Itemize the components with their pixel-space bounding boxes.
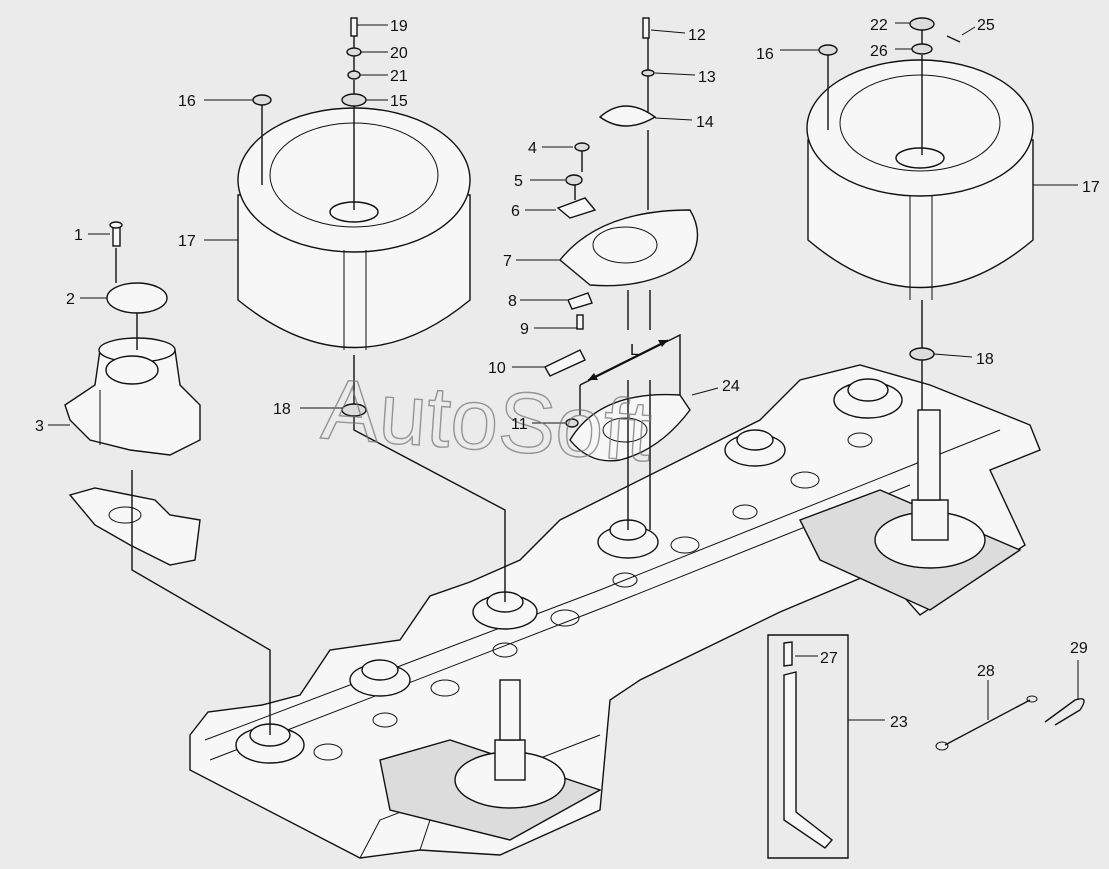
callout-17-right: 17 bbox=[1082, 179, 1100, 196]
part-11-nut bbox=[565, 418, 579, 428]
callout-16-right: 16 bbox=[756, 46, 774, 63]
part-9-bolt bbox=[576, 314, 584, 330]
callout-29: 29 bbox=[1070, 640, 1088, 657]
dimension-L-arrow: L bbox=[587, 339, 669, 381]
part-10-blade bbox=[544, 349, 586, 377]
callout-labels: 1 2 3 4 5 6 7 8 9 10 11 12 13 14 15 16 1… bbox=[35, 17, 1100, 731]
dimension-label: L bbox=[630, 342, 639, 359]
part-22-bearing bbox=[909, 17, 935, 31]
part-26-washer bbox=[911, 43, 933, 55]
callout-1: 1 bbox=[74, 227, 83, 244]
part-15-washer bbox=[341, 93, 367, 107]
callout-6: 6 bbox=[511, 203, 520, 220]
part-14-cap bbox=[598, 105, 657, 127]
part-20-washer bbox=[346, 47, 362, 57]
part-6-holder bbox=[556, 197, 597, 219]
part-4-nut bbox=[574, 142, 590, 152]
part-16-plug-left bbox=[252, 94, 272, 106]
callout-15: 15 bbox=[390, 93, 408, 110]
part-17-drum-left bbox=[237, 107, 471, 350]
part-29-clip bbox=[1044, 698, 1085, 726]
callout-8: 8 bbox=[508, 293, 517, 310]
callout-7: 7 bbox=[503, 253, 512, 270]
callout-24: 24 bbox=[722, 378, 740, 395]
part-3-cone-housing bbox=[64, 337, 201, 456]
callout-21: 21 bbox=[390, 68, 408, 85]
callout-13: 13 bbox=[698, 69, 716, 86]
callout-20: 20 bbox=[390, 45, 408, 62]
callout-12: 12 bbox=[688, 27, 706, 44]
part-8-holder bbox=[567, 292, 593, 310]
callout-18-right: 18 bbox=[976, 351, 994, 368]
callout-17-left: 17 bbox=[178, 233, 196, 250]
callout-10: 10 bbox=[488, 360, 506, 377]
part-5-nut bbox=[565, 174, 583, 186]
callout-5: 5 bbox=[514, 173, 523, 190]
leader-lines bbox=[48, 22, 1079, 721]
callout-28: 28 bbox=[977, 663, 995, 680]
part-18-seal-right bbox=[909, 347, 935, 361]
part-21-washer bbox=[347, 70, 361, 80]
part-3-gasket bbox=[68, 487, 201, 566]
callout-14: 14 bbox=[696, 114, 714, 131]
part-23-inset-box bbox=[767, 634, 849, 859]
part-25-pin bbox=[946, 35, 961, 43]
part-17-drum-right bbox=[806, 59, 1034, 300]
callout-22: 22 bbox=[870, 17, 888, 34]
callout-18-left: 18 bbox=[273, 401, 291, 418]
part-13-washer bbox=[641, 69, 655, 77]
part-16-plug-right bbox=[818, 44, 838, 56]
part-19-bolt bbox=[350, 17, 358, 37]
part-12-bolt bbox=[642, 17, 650, 39]
callout-3: 3 bbox=[35, 418, 44, 435]
part-1-screw bbox=[109, 221, 123, 247]
callout-19: 19 bbox=[390, 18, 408, 35]
callout-9: 9 bbox=[520, 321, 529, 338]
callout-25: 25 bbox=[977, 17, 995, 34]
callout-2: 2 bbox=[66, 291, 75, 308]
assembly-lines bbox=[115, 30, 923, 735]
watermark: AutoSoft bbox=[319, 361, 655, 480]
cutter-bar bbox=[189, 364, 1041, 859]
callout-11: 11 bbox=[511, 416, 528, 433]
part-2-cap bbox=[106, 282, 168, 314]
callout-27: 27 bbox=[820, 650, 838, 667]
callout-26: 26 bbox=[870, 43, 888, 60]
callout-23: 23 bbox=[890, 714, 908, 731]
part-24-knife-holder bbox=[569, 393, 691, 462]
callout-4: 4 bbox=[528, 140, 537, 157]
part-28-cable bbox=[935, 695, 1038, 751]
part-7-knife-disc bbox=[559, 209, 699, 287]
callout-16-left: 16 bbox=[178, 93, 196, 110]
